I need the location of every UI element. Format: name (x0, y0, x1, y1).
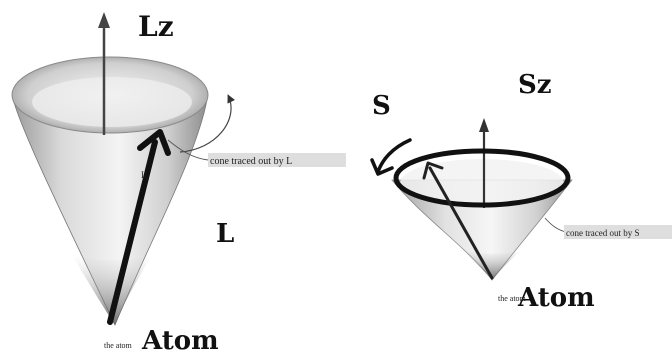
right-cone-tip-shade (462, 250, 522, 280)
left-faint-cone-mark: L (141, 170, 147, 180)
left-l-vector (107, 139, 158, 325)
left-cone-inner (32, 77, 192, 127)
right-precession-arrow (376, 138, 412, 174)
left-cone-tip-shade (72, 255, 152, 325)
left-precession-arrow (179, 94, 236, 153)
left-diagram: Lz L Atom cone traced out by L L the ato… (11, 10, 346, 356)
right-atom-label: Atom (517, 283, 595, 313)
left-l-arrowhead (137, 129, 171, 156)
left-lz-arrowhead (98, 12, 110, 28)
left-cone-caption: cone traced out by L (210, 156, 292, 167)
left-l-label: L (216, 219, 234, 249)
left-faint-base-mark: the atom (104, 341, 133, 350)
left-atom-label: Atom (141, 326, 219, 356)
right-diagram: S Sz Atom cone traced out by S the atom (370, 70, 672, 313)
left-lz-label: Lz (138, 10, 174, 43)
right-sz-label: Sz (518, 70, 552, 100)
right-s-vector (428, 166, 494, 280)
right-precession-ellipse (393, 148, 571, 208)
right-sz-arrowhead (479, 118, 489, 132)
right-caption-background (564, 225, 672, 239)
right-caption-leader (544, 217, 567, 233)
right-cone-inner (400, 159, 564, 207)
right-precession-arrowhead (370, 158, 394, 176)
left-caption-leader (167, 139, 209, 161)
right-s-label: S (372, 91, 391, 121)
left-caption-background (208, 153, 346, 167)
right-faint-base-mark: the atom (498, 294, 527, 303)
right-cone-caption: cone traced out by S (566, 228, 639, 238)
right-s-arrowhead (422, 161, 444, 180)
